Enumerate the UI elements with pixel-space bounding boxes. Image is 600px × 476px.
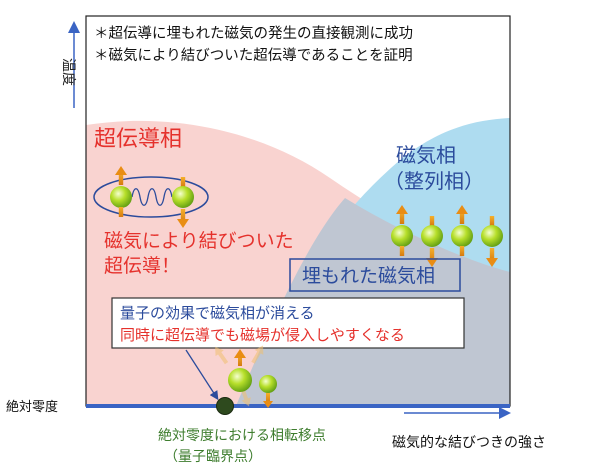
pairing-caption-line-2: 超伝導！ [104,255,180,277]
callout-line-2: 同時に超伝導でも磁場が侵入しやすくなる [120,326,405,344]
absolute-zero-label: 絶対零度 [6,399,58,415]
critical-point-caption-line-1: 絶対零度における相転移点 [158,428,326,444]
ordered-phase-label: （整列相） [384,169,484,193]
y-axis-label: 温度 [60,58,76,86]
critical-point-caption-line-2: （量子臨界点） [164,449,262,465]
superconducting-phase-label: 超伝導相 [94,127,182,152]
pairing-caption-line-1: 磁気により結びついた [104,230,294,252]
svg-text:温度: 温度 [60,58,76,86]
magnetic-phase-label: 磁気相 [396,143,456,167]
x-axis-label: 磁気的な結びつきの強さ [392,435,546,451]
buried-magnetic-label: 埋もれた磁気相 [302,265,435,287]
callout-line-1: 量子の効果で磁気相が消える [120,304,315,322]
note-line-1: ＊超伝導に埋もれた磁気の発生の直接観測に成功 [94,25,413,42]
note-line-2: ＊磁気により結びついた超伝導であることを証明 [94,47,413,64]
quantum-critical-point [217,398,234,415]
